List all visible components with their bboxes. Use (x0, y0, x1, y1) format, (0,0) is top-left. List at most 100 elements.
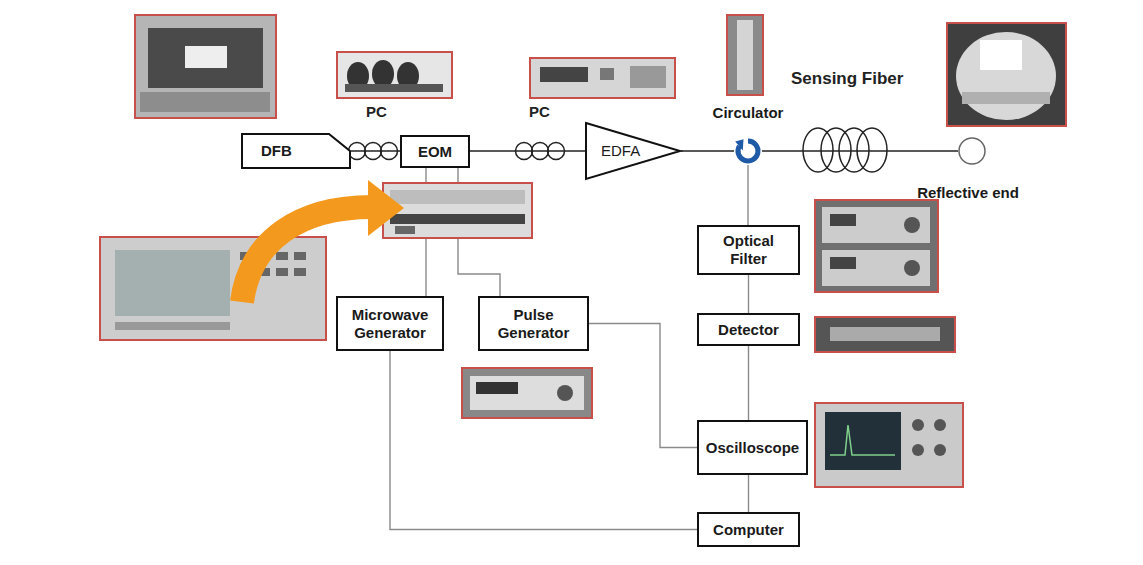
photo-detail (822, 207, 930, 243)
photo-detail (476, 382, 518, 394)
node-label: Computer (713, 521, 784, 539)
coil-loop (839, 128, 869, 172)
photo-detail (904, 260, 920, 276)
circulator-photo (727, 15, 763, 95)
photo-detail (962, 92, 1050, 104)
connector-line (747, 165, 748, 225)
photo-detail (390, 190, 525, 204)
amplifier-photo (530, 58, 675, 98)
circulator-arrowhead (735, 139, 743, 150)
photo-frame (135, 15, 276, 118)
coil-loop (821, 128, 851, 172)
generator-box: Microwave Generator (336, 296, 444, 351)
photo-frame (100, 237, 326, 340)
node-label: Circulator (713, 104, 784, 122)
laser-source: DFB (241, 133, 351, 169)
photo-detail (294, 252, 306, 260)
component-label: PC (529, 103, 550, 121)
component-label: PC (366, 103, 387, 121)
circulator-node: Circulator (700, 104, 796, 166)
photo-detail (934, 419, 946, 431)
photo-frame (815, 403, 963, 487)
filter-box: Optical Filter (697, 225, 800, 275)
photo-frame (815, 317, 955, 352)
node-label: Detector (718, 321, 779, 339)
connector-line (589, 324, 697, 448)
laser-photo (135, 15, 276, 118)
amplifier-triangle: EDFA (585, 122, 681, 180)
photo-detail (912, 444, 924, 456)
connector-line (351, 150, 400, 152)
reflector-symbol (958, 137, 986, 165)
photo-detail (600, 68, 614, 80)
photo-detail (540, 67, 588, 82)
coil-loop (381, 143, 398, 160)
oscilloscope-photo (815, 403, 963, 487)
photo-detail (557, 385, 573, 401)
connector-line (681, 150, 734, 152)
node-label: Pulse Generator (488, 306, 579, 342)
node-label: DFB (261, 142, 292, 160)
sensing-fiber-coil (803, 128, 887, 172)
detector-photo (815, 317, 955, 352)
connector-line (748, 475, 749, 512)
node-label: Oscilloscope (706, 439, 799, 457)
photo-detail (912, 419, 924, 431)
coil-loop (803, 128, 833, 172)
shape-outline (242, 134, 350, 168)
coil-loop (365, 143, 382, 160)
node-label: EOM (418, 143, 452, 161)
fiber-spool-photo (947, 23, 1066, 126)
photo-detail (830, 257, 856, 269)
arrow-head (368, 180, 404, 236)
photo-detail (185, 46, 227, 68)
photo-detail (372, 60, 394, 88)
coil-loop (857, 128, 887, 172)
photo-frame (383, 183, 532, 238)
coil-loop (349, 143, 366, 160)
photo-detail (737, 20, 753, 90)
photo-detail (630, 66, 666, 88)
modulator-photo (383, 183, 532, 238)
photo-detail (115, 250, 230, 316)
shape-outline (586, 123, 680, 179)
photo-detail (934, 444, 946, 456)
oscilloscope-box: Oscilloscope (697, 420, 808, 475)
symbol-ground (735, 138, 761, 164)
coil-loop (532, 143, 549, 160)
connector-line (390, 351, 697, 530)
generator-box: Pulse Generator (478, 296, 589, 351)
photo-detail (140, 92, 270, 112)
polarization-controller-photo (337, 52, 452, 98)
photo-frame (530, 58, 675, 98)
photo-detail (276, 268, 288, 276)
laser-symbol (241, 133, 351, 169)
photo-detail (345, 84, 443, 92)
node-label: Reflective end (917, 184, 1019, 202)
photo-frame (947, 23, 1066, 126)
node-label: Optical Filter (713, 232, 784, 268)
photo-frame (815, 200, 938, 292)
detector-box: Detector (697, 313, 800, 346)
photo-detail (115, 322, 230, 330)
pointer-arrow (242, 180, 404, 302)
arrow-body (242, 207, 372, 302)
photo-detail (470, 376, 584, 410)
coil-loop (516, 143, 533, 160)
instrument-photo (100, 237, 326, 340)
photo-detail (148, 28, 263, 88)
photo-detail (294, 268, 306, 276)
photo-frame (337, 52, 452, 98)
photo-detail (830, 327, 940, 341)
connector-line (748, 346, 749, 420)
photo-detail (825, 412, 901, 470)
component-label: Sensing Fiber (791, 70, 903, 88)
connector-line (470, 150, 585, 152)
coil-loop (548, 143, 565, 160)
photo-detail (980, 40, 1022, 70)
photo-frame (727, 15, 763, 95)
connector-line (762, 150, 958, 152)
node-label: Microwave Generator (346, 306, 434, 342)
photo-detail (830, 214, 856, 226)
